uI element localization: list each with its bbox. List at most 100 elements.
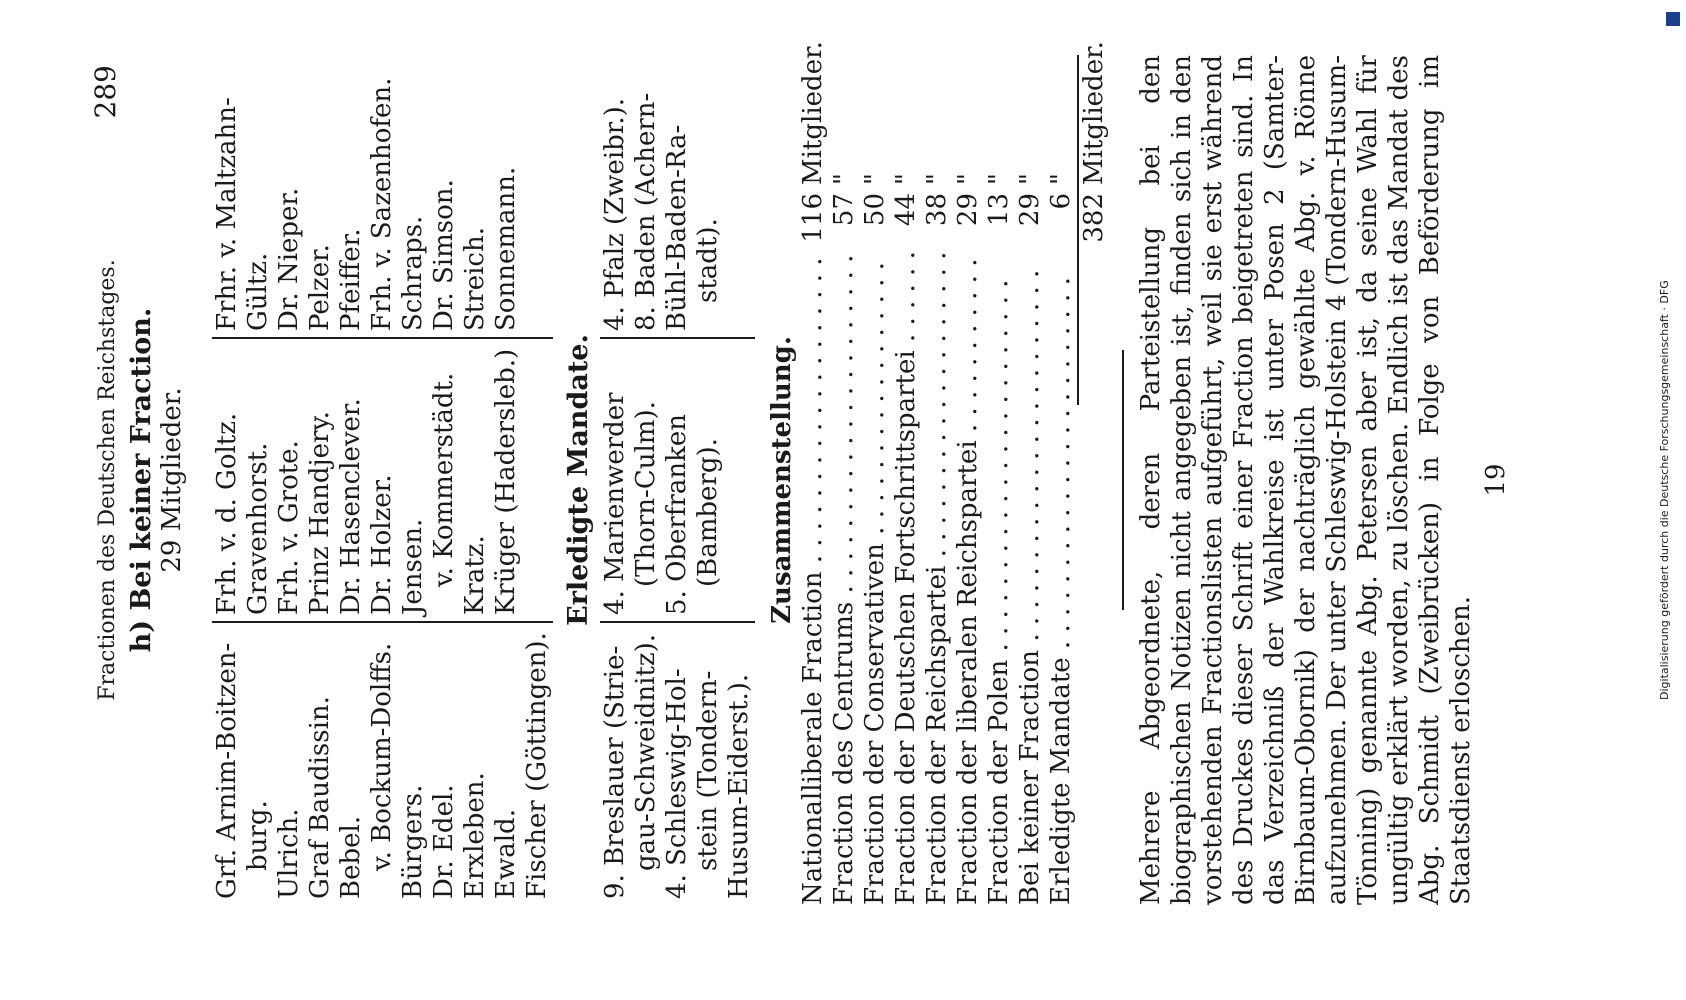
row-unit: " — [984, 173, 1014, 185]
list-item: (Bamberg). — [693, 438, 723, 587]
erledigte-columns: 9. Breslauer (Strie-gau-Schweidnitz).4. … — [600, 55, 755, 905]
list-item: Ewald. — [491, 809, 521, 899]
list-item: Fischer (Göttingen). — [522, 632, 552, 899]
row-label: Fraction der Conservativen — [860, 253, 891, 905]
list-item: 5. Oberfranken — [662, 413, 692, 615]
list-item: v. Kommerstädt. — [429, 372, 459, 587]
list-item: stadt). — [693, 218, 723, 303]
row-label: Nationalliberale Fraction — [798, 253, 829, 905]
table-row: Fraction der liberalen Reichspartei 29 " — [953, 55, 984, 905]
list-item: Krüger (Hadersleb.) — [491, 348, 521, 615]
running-header: Fractionen des Deutschen Reichstages. 28… — [89, 55, 126, 905]
list-item: Bühl-Baden-Ra- — [662, 124, 692, 331]
list-item: stein (Tondern- — [693, 670, 723, 871]
row-label: Fraction des Centrums — [829, 253, 860, 905]
row-value: 13 — [984, 193, 1014, 227]
list-item: Streich. — [460, 227, 490, 331]
total-value: 382 — [1079, 193, 1109, 243]
row-value: 38 — [922, 193, 952, 227]
note-paragraph: Mehrere Abgeordnete, deren Parteistellun… — [1136, 55, 1476, 905]
list-item: v. Bockum-Dolffs. — [367, 642, 397, 871]
row-unit: " — [860, 173, 890, 185]
row-value: 29 — [1015, 193, 1045, 227]
row-unit: " — [829, 173, 859, 185]
row-unit: Mitglieder. — [798, 41, 828, 185]
list-item: Husum-Eiderst.). — [724, 673, 754, 899]
dfg-logo-icon — [1666, 12, 1680, 26]
list-item: Dr. Edel. — [429, 784, 459, 899]
row-label: Fraction der Reichspartei — [922, 253, 953, 905]
list-item: Pelzer. — [305, 244, 335, 331]
erledigte-column-3: 4. Pfalz (Zweibr.).8. Baden (Achern-Bühl… — [600, 55, 755, 337]
list-item: 4. Schleswig-Hol- — [662, 668, 692, 899]
table-row: Fraction des Centrums 57 " — [829, 55, 860, 905]
row-label: Fraction der Deutschen Fortschrittsparte… — [891, 253, 922, 905]
row-value: 116 — [798, 193, 828, 243]
summary-title: Zusammenstellung. — [767, 336, 797, 624]
list-item: (Thorn-Culm). — [631, 401, 661, 587]
list-item: 4. Pfalz (Zweibr.). — [600, 97, 630, 331]
row-label: Bei keiner Fraction — [1015, 253, 1046, 905]
table-row: Fraction der Conservativen 50 " — [860, 55, 891, 905]
table-row: Fraction der Reichspartei 38 " — [922, 55, 953, 905]
total-unit: Mitglieder. — [1079, 41, 1109, 185]
row-value: 57 — [829, 193, 859, 227]
list-item: Sonnemann. — [491, 166, 521, 331]
row-label: Fraction der liberalen Reichspartei — [953, 253, 984, 905]
list-item: burg. — [243, 800, 273, 871]
list-item: Schraps. — [398, 215, 428, 331]
list-item: Frh. v. Sazenhofen. — [367, 77, 397, 331]
list-item: Frhr. v. Maltzahn- — [212, 97, 242, 331]
section-count: 29 Mitglieder. — [157, 387, 187, 573]
list-item: 8. Baden (Achern- — [631, 92, 661, 331]
page-number: 289 — [89, 65, 122, 119]
section-title: h) Bei keiner Fraction. — [126, 307, 157, 653]
member-column-1: Grf. Arnim-Boitzen-burg.Ulrich.Graf Baud… — [212, 623, 553, 905]
list-item: gau-Schweidnitz). — [631, 633, 661, 871]
divider — [1122, 350, 1124, 610]
table-row: Fraction der Polen 13 " — [984, 55, 1015, 905]
digitization-credit: Digitalisierung gefördert durch die Deut… — [1658, 280, 1671, 700]
list-item: Frh. v. d. Goltz. — [212, 412, 242, 615]
table-row: Fraction der Deutschen Fortschrittsparte… — [891, 55, 922, 905]
rotated-page: Fractionen des Deutschen Reichstages. 28… — [89, 41, 1511, 905]
list-item: Gültz. — [243, 252, 273, 331]
list-item: Bürgers. — [398, 784, 428, 899]
row-value: 29 — [953, 193, 983, 227]
table-row: Erledigte Mandate 6 " — [1046, 55, 1077, 905]
list-item: Ulrich. — [274, 808, 304, 899]
row-unit: " — [1046, 173, 1076, 185]
list-item: Dr. Nieper. — [274, 187, 304, 331]
row-unit: " — [1015, 173, 1045, 185]
list-item: 9. Breslauer (Strie- — [600, 645, 630, 899]
row-label: Erledigte Mandate — [1046, 253, 1077, 905]
erledigte-column-2: 4. Marienwerder(Thorn-Culm).5. Oberfrank… — [600, 337, 755, 623]
summary-table: Nationalliberale Fraction116Mitglieder.F… — [798, 41, 1077, 905]
list-item: Jensen. — [398, 518, 428, 615]
list-item: Bebel. — [336, 815, 366, 899]
list-item: Kratz. — [460, 535, 490, 615]
list-item: Erxleben. — [460, 772, 490, 899]
list-item: Frh. v. Grote. — [274, 440, 304, 615]
table-row: Nationalliberale Fraction 116 Mitglieder. — [798, 41, 829, 905]
member-column-3: Frhr. v. Maltzahn-Gültz.Dr. Nieper.Pelze… — [212, 55, 553, 337]
row-label: Fraction der Polen — [984, 253, 1015, 905]
list-item: Gravenhorst. — [243, 442, 273, 615]
list-item: Dr. Holzer. — [367, 474, 397, 615]
row-unit: " — [953, 173, 983, 185]
row-value: 6 — [1046, 193, 1076, 210]
list-item: Dr. Simson. — [429, 179, 459, 331]
member-column-2: Frh. v. d. Goltz.Gravenhorst.Frh. v. Gro… — [212, 337, 553, 623]
erledigte-title: Erledigte Mandate. — [563, 334, 594, 626]
row-value: 44 — [891, 193, 921, 227]
running-title: Fractionen des Deutschen Reichstages. — [95, 259, 120, 701]
list-item: Dr. Hasenclever. — [336, 398, 366, 615]
row-unit: " — [922, 173, 952, 185]
list-item: 4. Marienwerder — [600, 392, 630, 615]
list-item: Prinz Handjery. — [305, 411, 335, 615]
signature-number: 19 — [1481, 463, 1511, 497]
table-row: Bei keiner Fraction 29 " — [1015, 55, 1046, 905]
row-value: 50 — [860, 193, 890, 227]
summary-total: 382 Mitglieder. — [1077, 41, 1110, 405]
